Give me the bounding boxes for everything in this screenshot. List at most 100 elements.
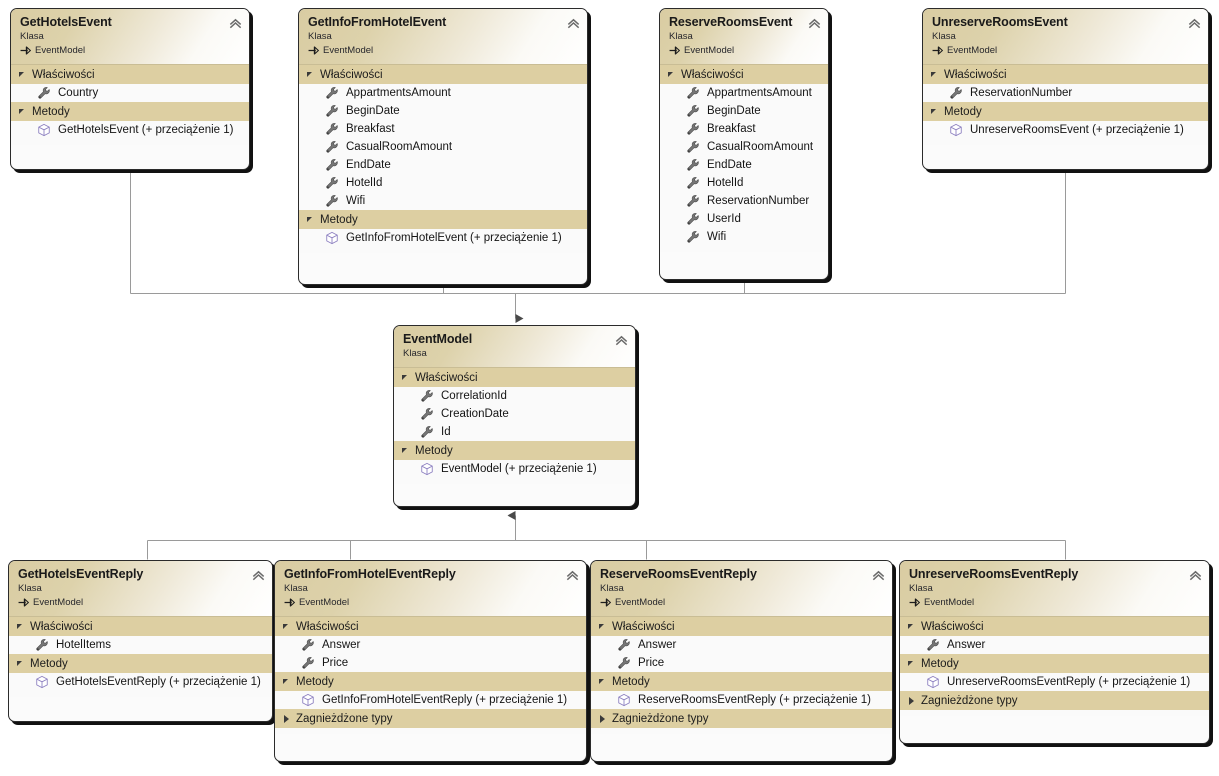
section-header-methods[interactable]: Metody [11,102,249,121]
chevron-down-icon[interactable] [283,623,290,630]
section-header-methods[interactable]: Metody [275,672,586,691]
chevron-down-icon[interactable] [17,623,24,630]
member-row[interactable]: EventModel (+ przeciążenie 1) [394,460,635,478]
member-row[interactable]: BeginDate [299,102,587,120]
base-class-row[interactable]: EventModel [669,44,802,57]
base-class-row[interactable]: EventModel [909,596,1183,609]
section-header-methods[interactable]: Metody [9,654,272,673]
section-header-properties[interactable]: Właściwości [923,65,1208,84]
member-row[interactable]: Answer [275,636,586,654]
member-row[interactable]: Price [591,654,892,672]
section-header-nested-types[interactable]: Zagnieżdżone typy [275,709,586,728]
collapse-chevron-icon[interactable] [567,17,580,29]
section-header-properties[interactable]: Właściwości [11,65,249,84]
member-row[interactable]: GetInfoFromHotelEventReply (+ przeciążen… [275,691,586,709]
section-header-properties[interactable]: Właściwości [591,617,892,636]
section-header-methods[interactable]: Metody [394,441,635,460]
chevron-down-icon[interactable] [19,71,26,78]
member-row[interactable]: UnreserveRoomsEvent (+ przeciążenie 1) [923,121,1208,139]
section-header-properties[interactable]: Właściwości [9,617,272,636]
chevron-down-icon[interactable] [931,108,938,115]
member-row[interactable]: Price [275,654,586,672]
chevron-down-icon[interactable] [283,678,290,685]
collapse-chevron-icon[interactable] [808,17,821,29]
member-row[interactable]: CasualRoomAmount [299,138,587,156]
section-header-properties[interactable]: Właściwości [299,65,587,84]
member-row[interactable]: AppartmentsAmount [660,84,828,102]
collapse-chevron-icon[interactable] [1189,569,1202,581]
chevron-down-icon[interactable] [908,623,915,630]
chevron-down-icon[interactable] [402,374,409,381]
member-row[interactable]: BeginDate [660,102,828,120]
collapse-chevron-icon[interactable] [872,569,885,581]
member-row[interactable]: Wifi [299,192,587,210]
member-row[interactable]: ReservationNumber [923,84,1208,102]
member-row[interactable]: GetInfoFromHotelEvent (+ przeciążenie 1) [299,229,587,247]
member-row[interactable]: Breakfast [299,120,587,138]
section-header-methods[interactable]: Metody [900,654,1209,673]
collapse-chevron-icon[interactable] [252,569,265,581]
member-row[interactable]: HotelId [660,174,828,192]
section-header-methods[interactable]: Metody [299,210,587,229]
section-header-properties[interactable]: Właściwości [660,65,828,84]
base-class-row[interactable]: EventModel [20,44,223,57]
chevron-down-icon[interactable] [307,216,314,223]
member-row[interactable]: Answer [900,636,1209,654]
chevron-down-icon[interactable] [599,678,606,685]
base-class-row[interactable]: EventModel [18,596,246,609]
member-row[interactable]: HotelId [299,174,587,192]
member-row[interactable]: CasualRoomAmount [660,138,828,156]
member-row[interactable]: ReserveRoomsEventReply (+ przeciążenie 1… [591,691,892,709]
section-header-properties[interactable]: Właściwości [900,617,1209,636]
member-row[interactable]: Breakfast [660,120,828,138]
member-row[interactable]: Wifi [660,228,828,246]
base-class-row[interactable]: EventModel [600,596,866,609]
member-row[interactable]: EndDate [660,156,828,174]
member-row[interactable]: ReservationNumber [660,192,828,210]
member-row[interactable]: GetHotelsEvent (+ przeciążenie 1) [11,121,249,139]
chevron-down-icon[interactable] [668,71,675,78]
member-row[interactable]: Country [11,84,249,102]
member-row[interactable]: UnreserveRoomsEventReply (+ przeciążenie… [900,673,1209,691]
chevron-down-icon[interactable] [599,623,606,630]
member-row[interactable]: UserId [660,210,828,228]
member-row[interactable]: CorrelationId [394,387,635,405]
section-header-properties[interactable]: Właściwości [275,617,586,636]
section-header-methods[interactable]: Metody [923,102,1208,121]
chevron-down-icon[interactable] [19,108,26,115]
collapse-chevron-icon[interactable] [229,17,242,29]
member-row[interactable]: EndDate [299,156,587,174]
member-row[interactable]: GetHotelsEventReply (+ przeciążenie 1) [9,673,272,691]
collapse-chevron-icon[interactable] [1188,17,1201,29]
chevron-down-icon[interactable] [931,71,938,78]
base-class-row[interactable]: EventModel [284,596,560,609]
member-row[interactable]: CreationDate [394,405,635,423]
chevron-down-icon[interactable] [908,660,915,667]
member-row[interactable]: HotelItems [9,636,272,654]
section-header-methods[interactable]: Metody [591,672,892,691]
collapse-chevron-icon[interactable] [566,569,579,581]
chevron-down-icon[interactable] [402,447,409,454]
section-header-properties[interactable]: Właściwości [394,368,635,387]
section-header-nested-types[interactable]: Zagnieżdżone typy [900,691,1209,710]
member-row[interactable]: Answer [591,636,892,654]
